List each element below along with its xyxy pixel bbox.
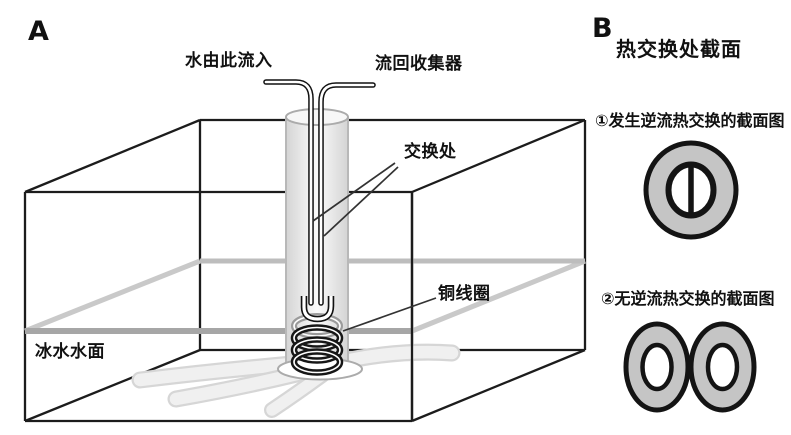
water-inlet-label: 水由此流入: [185, 51, 273, 71]
cross-section-no-countercurrent: [623, 321, 757, 413]
copper-coil-label: 铜线圈: [438, 284, 491, 304]
tank-outline: [23, 118, 587, 423]
section-title: 热交换处截面: [616, 37, 742, 61]
copper-coil-leader: [342, 297, 437, 332]
copper-coil: [290, 296, 344, 376]
exchange-site-label: 交换处: [404, 142, 457, 162]
exchange-site-leader-1: [312, 162, 396, 222]
countercurrent-caption: ①发生逆流热交换的截面图: [595, 111, 785, 130]
ice-water-surface-label: 冰水水面: [35, 342, 105, 362]
cross-section-countercurrent: [643, 140, 739, 240]
return-collector-label: 流回收集器: [375, 54, 463, 74]
leader-lines: [312, 162, 437, 332]
panel-a-letter: A: [28, 16, 50, 47]
exchange-site-leader-2: [323, 166, 399, 237]
panel-b-letter: B: [592, 13, 614, 44]
flow-tubes: [263, 79, 376, 306]
no-countercurrent-caption: ②无逆流热交换的截面图: [601, 289, 775, 308]
